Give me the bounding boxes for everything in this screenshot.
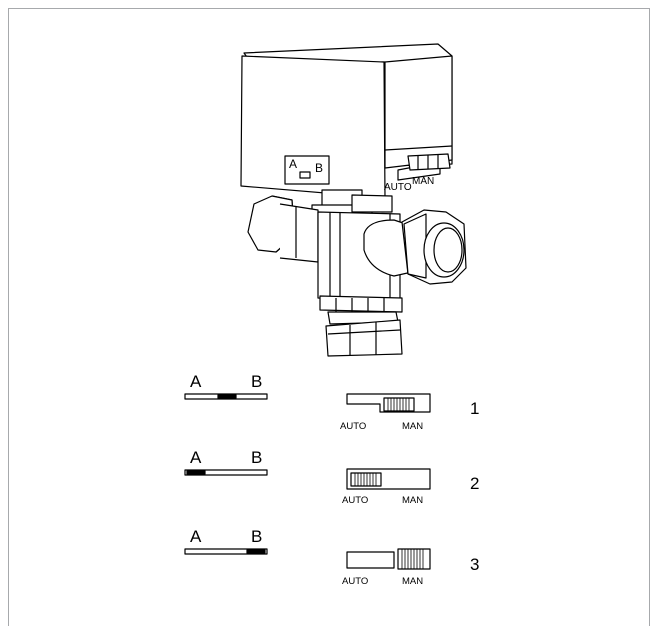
row-2-label-b: B (251, 448, 262, 467)
body-switch-b-label: B (315, 161, 323, 175)
row-2-auto-label: AUTO (342, 495, 368, 506)
lever-row-3 (346, 548, 431, 570)
row-3-man-label: MAN (402, 576, 423, 587)
slider-row-2 (184, 469, 268, 476)
row-1-label-a: A (190, 372, 202, 391)
row-3-number: 3 (470, 555, 479, 574)
row-3-label-b: B (251, 527, 262, 546)
slider-row-1 (184, 393, 268, 400)
body-switch-a-label: A (289, 157, 297, 171)
valve-neck (311, 189, 393, 218)
right-port-nut (401, 209, 467, 285)
actuator-housing (240, 43, 453, 199)
lever-man-label: MAN (412, 176, 434, 187)
body-ab-switch (284, 155, 330, 185)
row-1-label-b: B (251, 372, 262, 391)
row-2-label-a: A (190, 448, 202, 467)
row-3-label-a: A (190, 527, 202, 546)
row-1-number: 1 (470, 399, 479, 418)
lever-row-2 (346, 468, 431, 490)
slider-row-3 (184, 548, 268, 555)
bottom-port-nut (319, 295, 403, 357)
row-2-man-label: MAN (402, 495, 423, 506)
manual-lever (407, 153, 451, 171)
lever-auto-label: AUTO (384, 182, 412, 193)
lever-row-1 (346, 393, 431, 413)
valve-body (317, 211, 413, 301)
row-1-auto-label: AUTO (340, 421, 366, 432)
row-1-man-label: MAN (402, 421, 423, 432)
left-port-nut (247, 195, 319, 263)
row-3-auto-label: AUTO (342, 576, 368, 587)
row-2-number: 2 (470, 474, 479, 493)
